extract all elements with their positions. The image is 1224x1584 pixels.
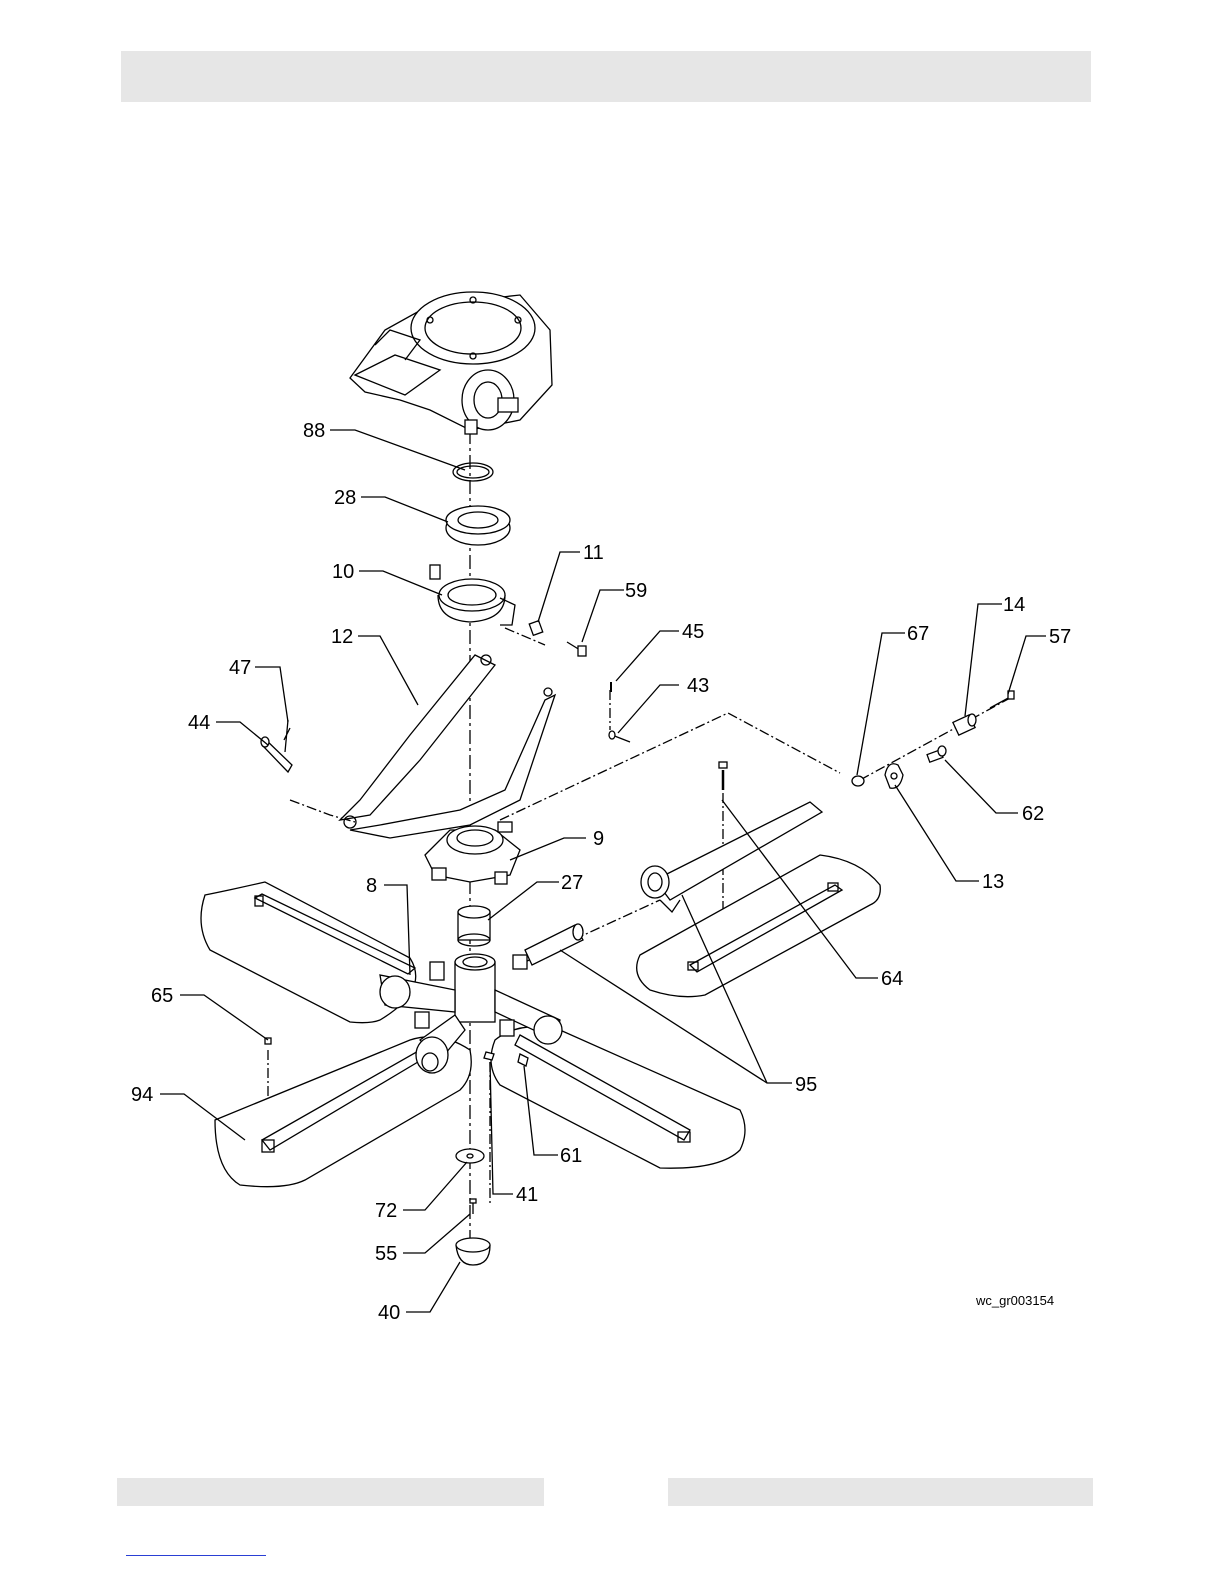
- figure-reference-code: wc_gr003154: [975, 1293, 1054, 1308]
- arm-shaft: [513, 924, 583, 969]
- bearing: [446, 506, 510, 545]
- callout-13: 13: [982, 871, 1004, 893]
- bolt-57: [990, 691, 1014, 708]
- callout-61: 61: [560, 1145, 582, 1167]
- bushing: [529, 621, 543, 636]
- pin-43: [609, 731, 630, 742]
- callout-67: 67: [907, 623, 929, 645]
- callout-59: 59: [625, 580, 647, 602]
- spider-plate: [425, 822, 520, 884]
- callout-11: 11: [583, 542, 604, 564]
- callout-8: 8: [366, 875, 377, 897]
- callout-labels: 88 28 10 11 59 12 47 44 45 43 67 14 57 6…: [131, 420, 1071, 1324]
- cap-40: [456, 1238, 490, 1265]
- gearbox: [350, 292, 552, 434]
- bolt-59: [567, 642, 586, 656]
- callout-45: 45: [682, 621, 704, 643]
- washer-67: [852, 776, 864, 786]
- callout-88: 88: [303, 420, 325, 442]
- page-link-underline[interactable]: [126, 1555, 266, 1556]
- callout-95: 95: [795, 1074, 817, 1096]
- callout-41: 41: [516, 1184, 538, 1206]
- bushing-14: [953, 714, 976, 735]
- phantom-line-arm-9: [500, 713, 840, 820]
- grease-fitting-62: [927, 746, 946, 762]
- callout-44: 44: [188, 712, 210, 734]
- cotter-pin-47: [284, 720, 290, 752]
- callout-47: 47: [229, 657, 251, 679]
- bushing-27: [458, 906, 490, 946]
- callout-55: 55: [375, 1243, 397, 1265]
- callout-64: 64: [881, 968, 903, 990]
- callout-57: 57: [1049, 626, 1071, 648]
- callout-43: 43: [687, 675, 709, 697]
- callout-28: 28: [334, 487, 356, 509]
- callout-65: 65: [151, 985, 173, 1007]
- callout-94: 94: [131, 1084, 153, 1106]
- link-arm: [340, 655, 555, 838]
- callout-12: 12: [331, 626, 353, 648]
- callout-9: 9: [593, 828, 604, 850]
- bearing-housing: [430, 565, 515, 625]
- callout-40: 40: [378, 1302, 400, 1324]
- part-41: [484, 1052, 494, 1060]
- footer-band-right: [668, 1478, 1093, 1506]
- screw-55: [470, 1199, 476, 1214]
- callout-27: 27: [561, 872, 583, 894]
- footer-band-left: [117, 1478, 544, 1506]
- callout-62: 62: [1022, 803, 1044, 825]
- trowel-blade-lower-right: [491, 1027, 745, 1169]
- callout-10: 10: [332, 561, 354, 583]
- callout-72: 72: [375, 1200, 397, 1222]
- phantom-line-bolt-57: [860, 698, 1010, 780]
- callout-14: 14: [1003, 594, 1025, 616]
- washer-72: [456, 1149, 484, 1163]
- clamp-13: [885, 764, 903, 788]
